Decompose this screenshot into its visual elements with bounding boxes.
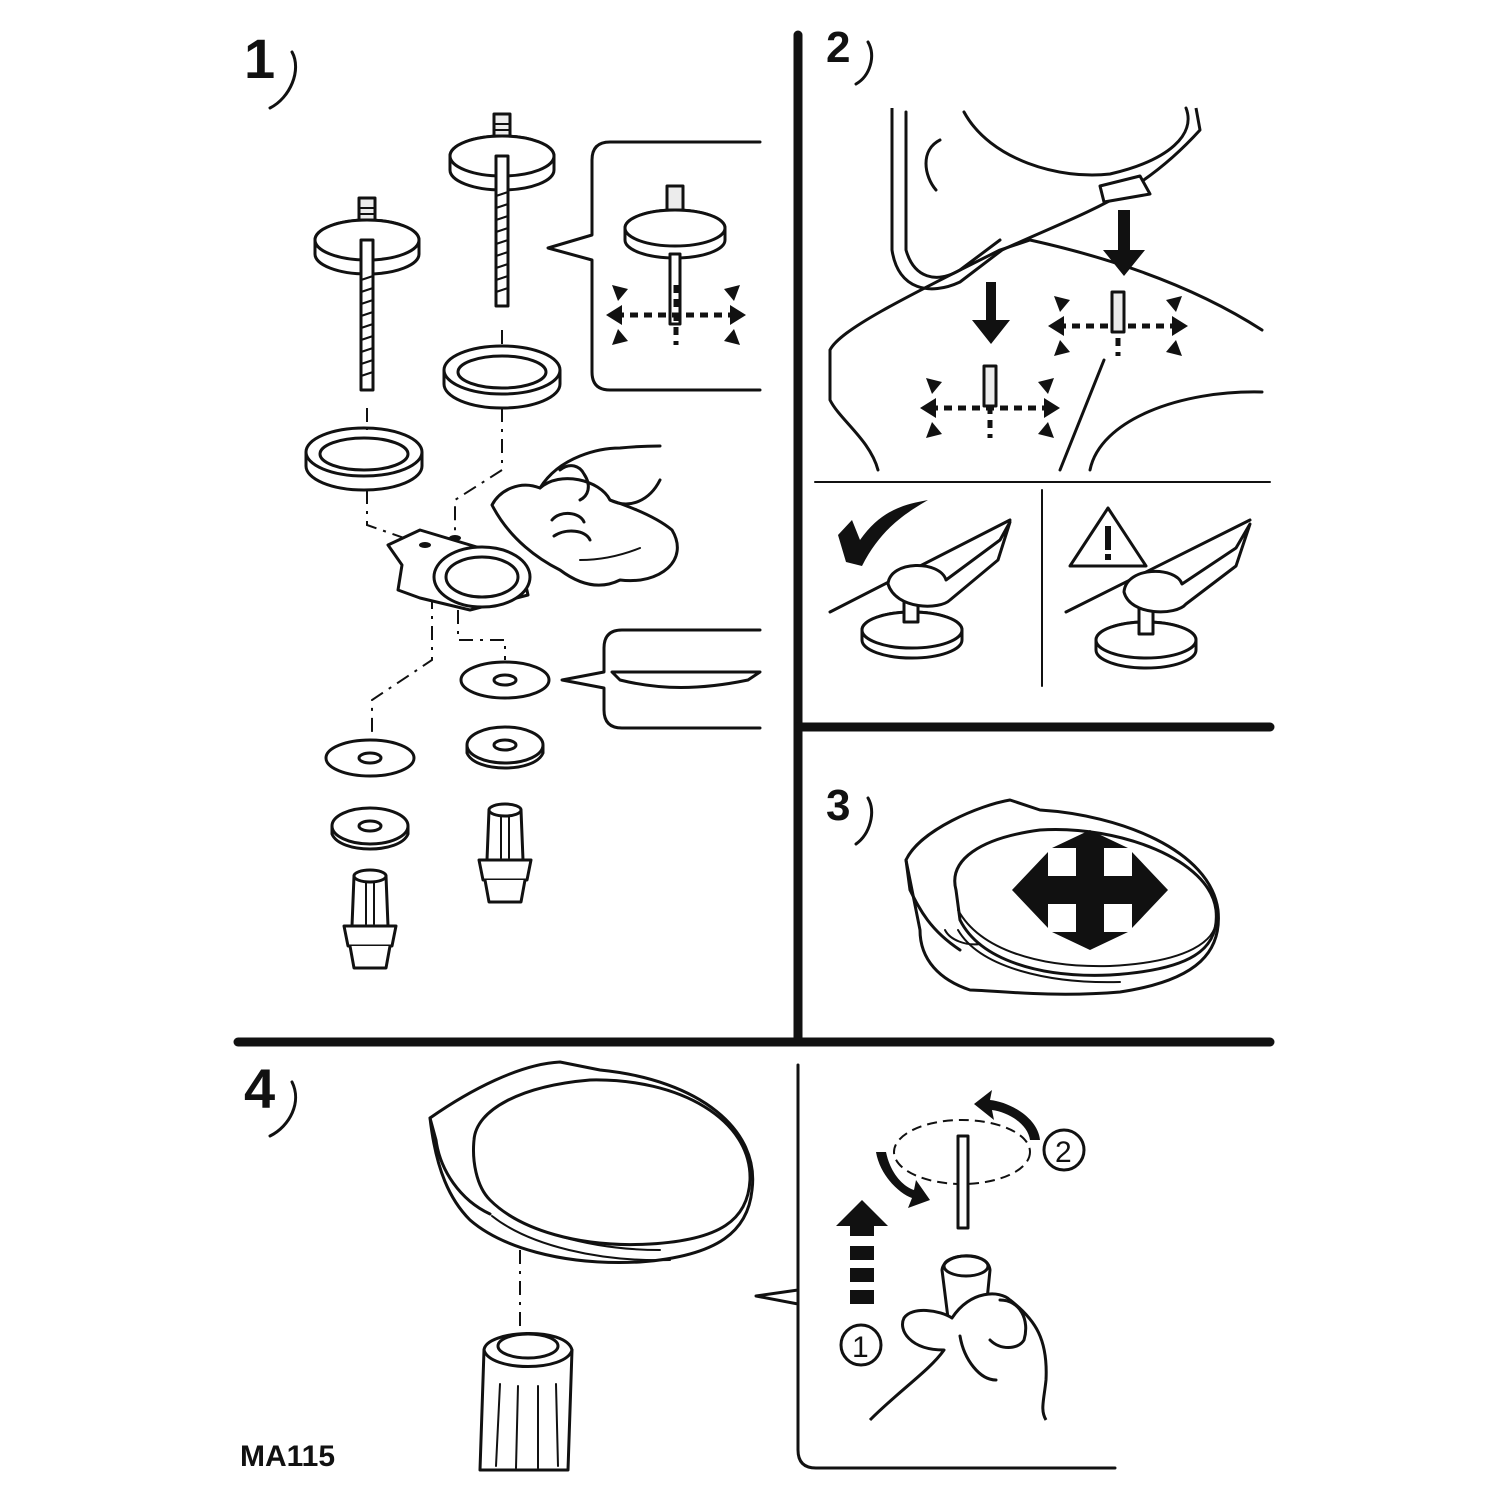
push-up-arrow-icon — [836, 1200, 888, 1304]
step-1-number: 1 — [244, 27, 275, 90]
alignment-line — [454, 408, 503, 535]
step-2-panel: 2 — [814, 23, 1271, 687]
anchor-pin — [956, 1134, 970, 1230]
anchor-right — [477, 802, 533, 904]
alignment-line — [371, 595, 433, 735]
step-4-number: 4 — [244, 1057, 275, 1120]
step-4-panel: 4 MA115 2 — [240, 1057, 1117, 1473]
washer-right — [459, 660, 551, 700]
anchor-sleeve — [478, 1332, 574, 1472]
step-3-number: 3 — [826, 781, 850, 830]
seat-lowered-onto-bowl — [828, 106, 1264, 472]
step-1-tick — [268, 50, 298, 110]
incorrect-panel — [1064, 506, 1252, 670]
washer-left — [324, 738, 416, 778]
hand-holding-anchor-icon — [868, 1254, 1048, 1422]
step-1-panel: 1 — [244, 27, 762, 970]
ring-right — [442, 344, 562, 410]
toilet-seat-side — [428, 1060, 755, 1264]
circled-number-1: 1 — [839, 1323, 883, 1367]
step-3-panel: 3 — [826, 781, 1220, 996]
callout-bolt-adjust — [546, 140, 762, 392]
adjust-bolt — [982, 364, 998, 408]
rotate-arrow-icon — [876, 1152, 930, 1208]
detail-bracket — [754, 1063, 1117, 1470]
step-3-tick — [854, 796, 873, 846]
hand-cleaning-icon — [490, 444, 679, 587]
bolt-left — [313, 196, 421, 392]
step-2-number: 2 — [826, 23, 850, 72]
svg-text:2: 2 — [1055, 1136, 1072, 1169]
step-2-tick — [854, 40, 873, 86]
callout-washer-profile — [560, 628, 762, 730]
bolt-right — [448, 112, 556, 308]
arrow-down-icon — [1103, 210, 1145, 276]
ceramic-mount-plate — [386, 528, 532, 612]
ring-left — [304, 426, 424, 492]
cone-left — [330, 806, 410, 851]
adjust-bolt — [1110, 290, 1126, 334]
rotate-arrow-icon — [974, 1090, 1040, 1140]
step-4-tick — [268, 1080, 298, 1138]
cone-right — [465, 725, 545, 770]
document-code: MA115 — [240, 1440, 335, 1473]
check-mark-icon — [838, 500, 928, 566]
svg-text:1: 1 — [852, 1331, 869, 1364]
four-way-arrow-icon — [1012, 830, 1168, 950]
arrow-down-icon — [972, 282, 1010, 344]
anchor-left — [342, 868, 398, 970]
circled-number-2: 2 — [1042, 1128, 1086, 1172]
alignment-line — [457, 610, 506, 660]
correct-panel — [828, 500, 1012, 660]
